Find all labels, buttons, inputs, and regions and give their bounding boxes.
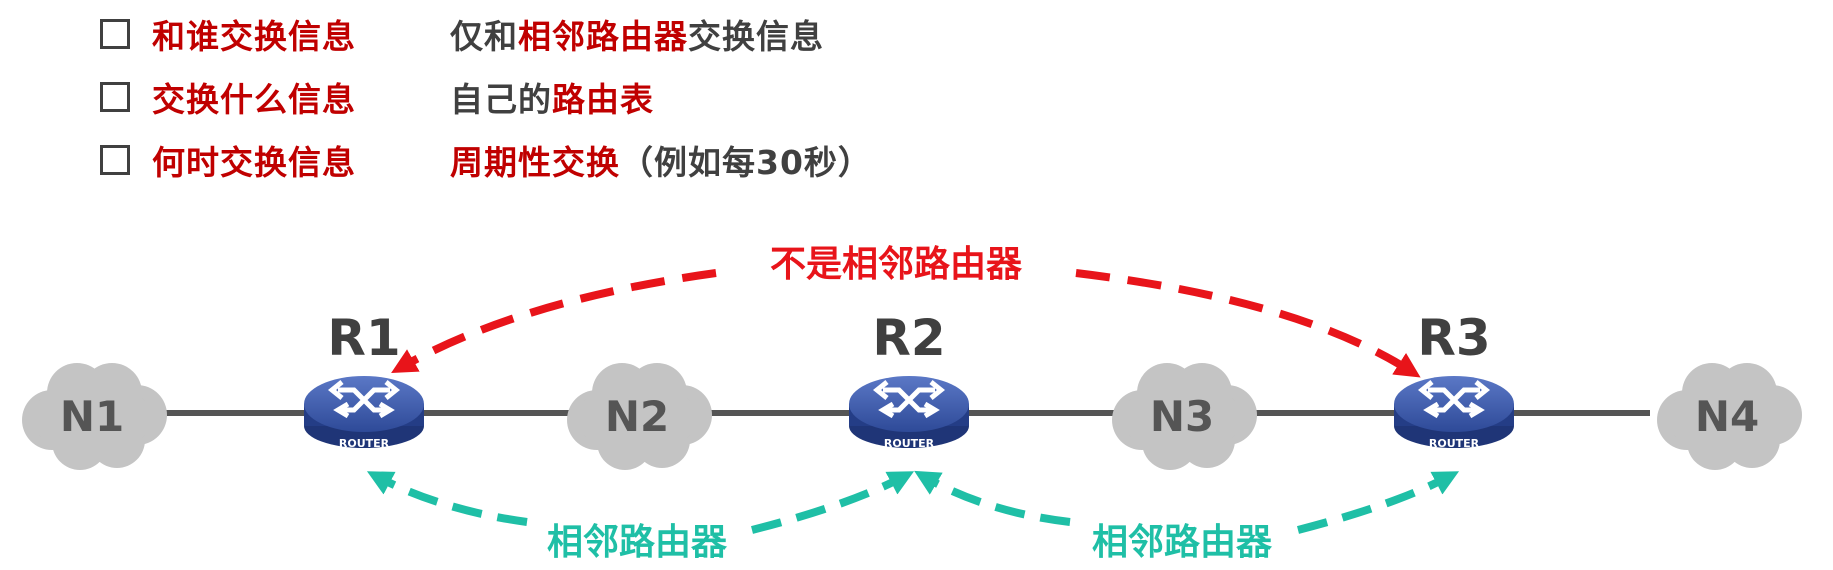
- router-icon: ROUTER: [304, 376, 424, 450]
- bullet-question: 和谁交换信息: [152, 17, 356, 56]
- network-label: N2: [605, 392, 669, 441]
- router-icon: ROUTER: [849, 376, 969, 450]
- bullet-answer: 周期性交换（例如每30秒）: [450, 136, 872, 184]
- neighbor-label: 相邻路由器: [547, 522, 728, 563]
- bullet-answer: 仅和相邻路由器交换信息: [450, 10, 824, 58]
- answer-highlight: 路由表: [552, 80, 654, 119]
- bullet-list: 和谁交换信息 仅和相邻路由器交换信息 交换什么信息 自己的路由表 何时交换信息 …: [0, 0, 1833, 200]
- router-badge: ROUTER: [1429, 437, 1480, 450]
- neighbor-arrow: [751, 471, 915, 534]
- bullet-question: 何时交换信息: [152, 143, 356, 182]
- router-icon: ROUTER: [1394, 376, 1514, 450]
- network-label: N4: [1695, 392, 1759, 441]
- router-label: R1: [327, 309, 400, 367]
- answer-highlight: 相邻路由器: [518, 17, 688, 56]
- neighbor-arrow: [366, 471, 528, 526]
- not-neighbor-arrow-left: [391, 269, 717, 374]
- bullet-item-who: 和谁交换信息 仅和相邻路由器交换信息: [100, 4, 824, 64]
- router-badge: ROUTER: [339, 437, 390, 450]
- bullet-answer: 自己的路由表: [450, 73, 654, 121]
- network-label: N1: [60, 392, 124, 441]
- answer-text: （例如每30秒）: [620, 143, 872, 182]
- checkbox-icon: [100, 82, 130, 112]
- answer-highlight: 周期性交换: [450, 143, 620, 182]
- neighbor-arrow: [1297, 471, 1460, 534]
- bullet-item-what: 交换什么信息 自己的路由表: [100, 67, 654, 127]
- checkbox-icon: [100, 145, 130, 175]
- neighbor-arrow: [914, 470, 1071, 526]
- answer-text: 仅和: [450, 17, 518, 56]
- not-neighbor-label: 不是相邻路由器: [770, 244, 1023, 285]
- neighbor-label: 相邻路由器: [1092, 522, 1273, 563]
- bullet-question: 交换什么信息: [152, 80, 356, 119]
- checkbox-icon: [100, 19, 130, 49]
- answer-text: 交换信息: [688, 17, 824, 56]
- network-label: N3: [1150, 392, 1214, 441]
- answer-text: 自己的: [450, 80, 552, 119]
- router-badge: ROUTER: [884, 437, 935, 450]
- not-neighbor-arrow-right: [1075, 269, 1421, 378]
- router-label: R3: [1417, 309, 1490, 367]
- router-label: R2: [872, 309, 945, 367]
- bullet-item-when: 何时交换信息 周期性交换（例如每30秒）: [100, 130, 872, 190]
